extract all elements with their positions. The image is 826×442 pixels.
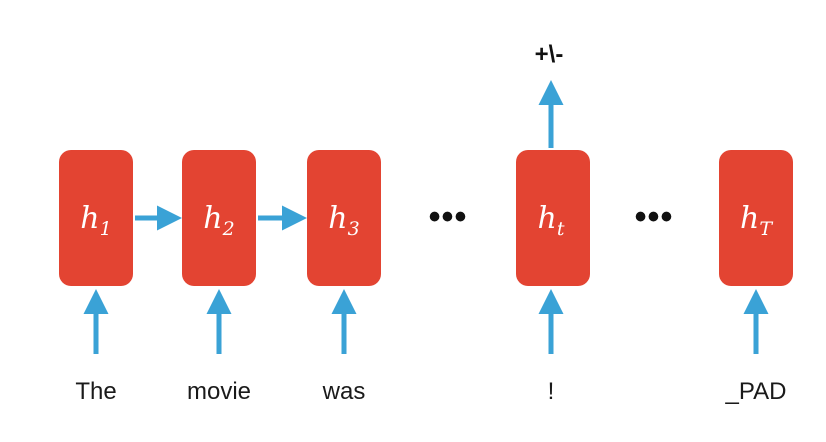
hidden-cell-h3: h3 xyxy=(307,150,381,286)
hidden-cell-box xyxy=(516,150,590,286)
input-word: The xyxy=(75,378,116,405)
hidden-cell-subscript: t xyxy=(557,218,565,240)
hidden-cell-box xyxy=(719,150,793,286)
ellipsis: ••• xyxy=(429,198,468,236)
hidden-cell-label: h3 xyxy=(328,201,359,240)
hidden-cell-hT: hT xyxy=(719,150,793,286)
hidden-cell-box xyxy=(182,150,256,286)
hidden-cell-subscript: 1 xyxy=(100,218,112,240)
hidden-cell-box xyxy=(59,150,133,286)
hidden-cell-var: h xyxy=(538,201,557,236)
input-word: _PAD xyxy=(725,378,787,405)
hidden-cell-subscript: 2 xyxy=(222,218,235,240)
hidden-cell-label: h1 xyxy=(80,201,111,240)
hidden-cell-subscript: T xyxy=(759,218,773,240)
hidden-cell-label: hT xyxy=(740,201,773,240)
hidden-cell-var: h xyxy=(203,201,222,236)
hidden-cell-label: ht xyxy=(538,201,565,240)
hidden-cell-h2: h2 xyxy=(182,150,256,286)
ellipsis: ••• xyxy=(635,198,674,236)
hidden-cell-h1: h1 xyxy=(59,150,133,286)
input-word: was xyxy=(322,378,366,405)
input-word: ! xyxy=(548,378,555,405)
hidden-cell-label: h2 xyxy=(203,201,234,240)
hidden-cell-ht: ht xyxy=(516,150,590,286)
hidden-cell-box xyxy=(307,150,381,286)
hidden-cell-subscript: 3 xyxy=(348,218,360,240)
hidden-cell-var: h xyxy=(80,201,99,236)
input-word: movie xyxy=(187,378,251,405)
hidden-cell-var: h xyxy=(740,201,759,236)
output-label: +\- xyxy=(535,41,564,68)
hidden-cell-var: h xyxy=(328,201,347,236)
